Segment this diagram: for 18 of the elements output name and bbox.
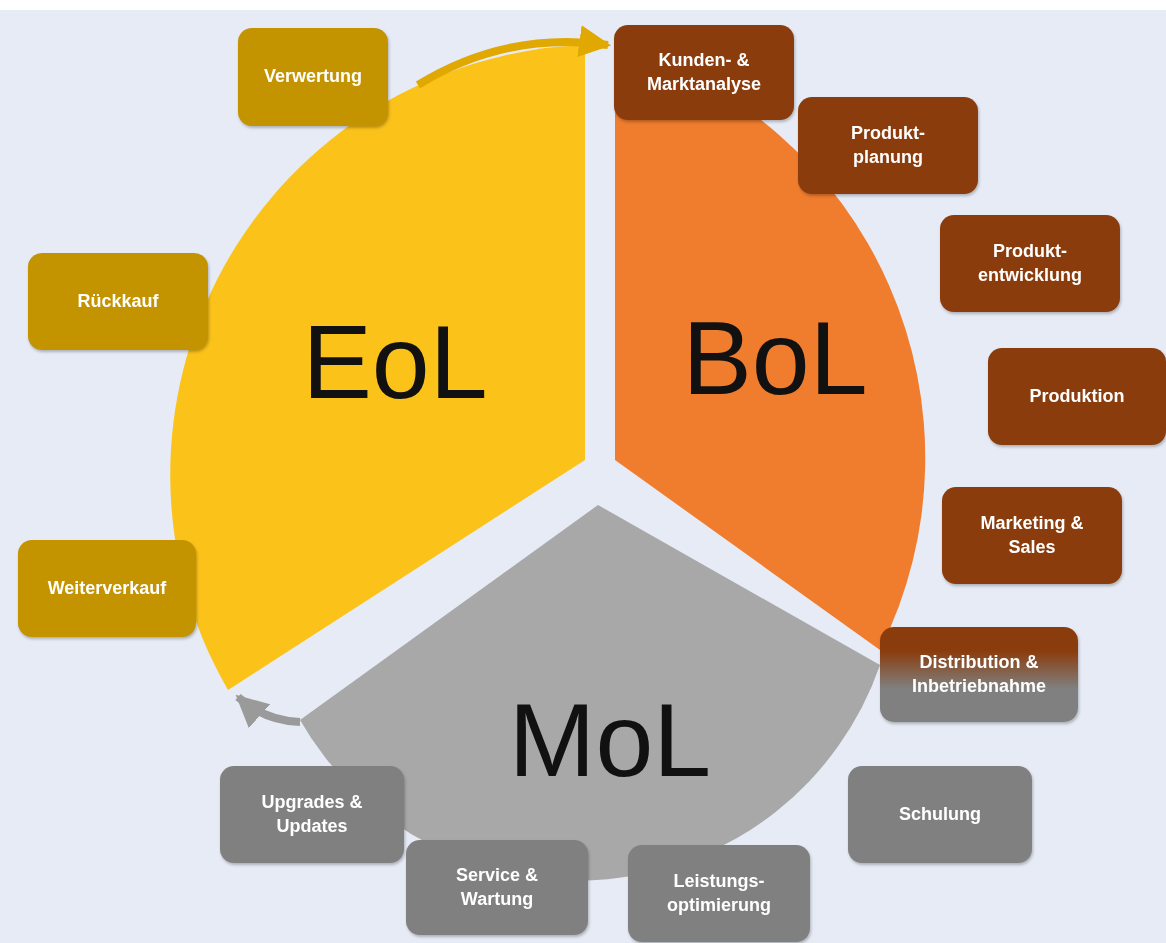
cycle-arrow [416,25,612,89]
stage-card: Verwertung [238,28,388,126]
stage-card: Schulung [848,766,1032,863]
stage-card: Produktion [988,348,1166,445]
stage-card: Produkt- entwicklung [940,215,1120,312]
stage-card: Rückkauf [28,253,208,350]
stage-card: Distribution & Inbetriebnahme [880,627,1078,722]
cycle-arrow [235,693,301,728]
phase-label: MoL [508,688,712,792]
stage-card: Produkt- planung [798,97,978,194]
stage-card: Upgrades & Updates [220,766,404,863]
phase-label: EoL [302,310,488,414]
stage-card: Weiterverkauf [18,540,196,637]
stage-card: Leistungs- optimierung [628,845,810,942]
stage-card: Service & Wartung [406,840,588,935]
stage-card: Kunden- & Marktanalyse [614,25,794,120]
stage-card: Marketing & Sales [942,487,1122,584]
phase-label: BoL [682,306,868,410]
